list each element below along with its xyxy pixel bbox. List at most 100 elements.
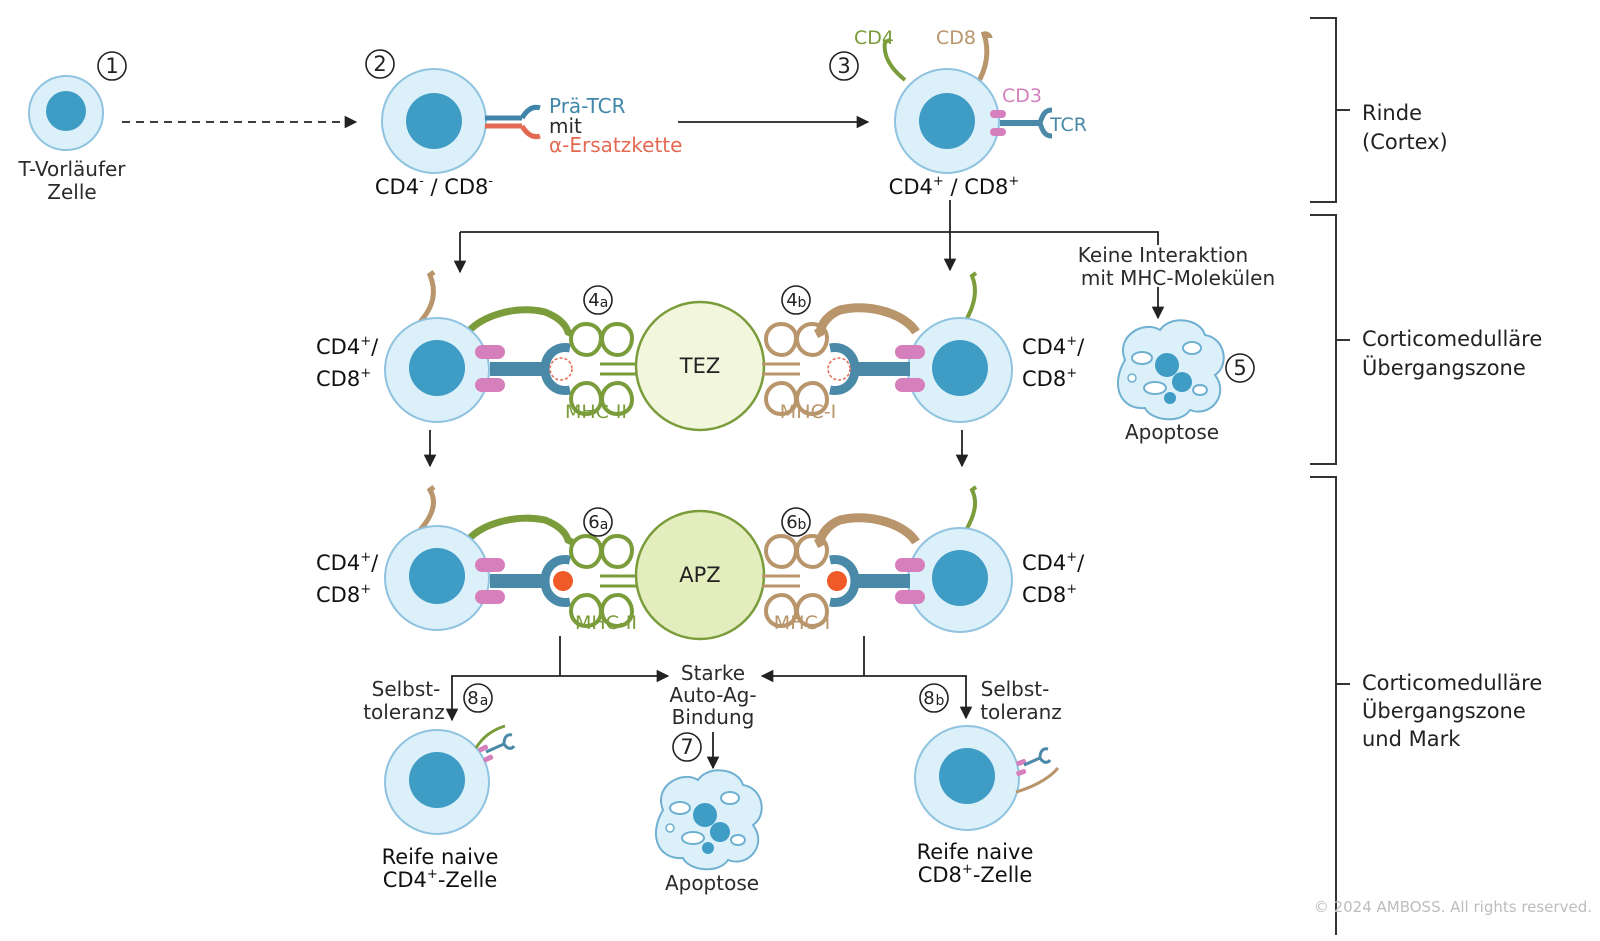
zone-label-cortex-2: (Cortex): [1362, 130, 1448, 154]
step-badge-2: 2: [365, 49, 395, 79]
step-badge-8a: 8 a: [463, 683, 493, 713]
step-badge-4b: 4 b: [781, 285, 811, 315]
svg-text:5: 5: [1233, 356, 1246, 380]
cd8-label: CD8: [936, 27, 976, 49]
step-badge-1: 1: [97, 51, 127, 81]
pretcr-label: Prä-TCR: [549, 94, 626, 118]
apoptosis-label-7: Apoptose: [665, 871, 759, 895]
row4-right-label-1: CD4+/: [1022, 334, 1085, 359]
step-badge-6b: 6 b: [781, 507, 811, 537]
svg-text:4: 4: [588, 290, 599, 311]
precursor-label-2: Zelle: [47, 180, 96, 204]
row6-right-label-1: CD4+/: [1022, 550, 1085, 575]
svg-text:8: 8: [923, 688, 934, 709]
copyright-notice: © 2024 AMBOSS. All rights reserved.: [1314, 898, 1592, 916]
naive-cd4-cell: [384, 724, 516, 835]
naive-cd4-label-2: CD4+-Zelle: [383, 867, 498, 892]
row4-left-label-1: CD4+/: [316, 334, 379, 359]
row4-left-cell: [384, 270, 574, 423]
step-badge-8b: 8 b: [919, 683, 949, 713]
svg-text:7: 7: [680, 735, 693, 759]
zone-bracket-cortex: [1310, 17, 1350, 203]
apz-label: APZ: [679, 563, 720, 587]
branch-arrows: [453, 200, 1165, 320]
row6-left-label-1: CD4+/: [316, 550, 379, 575]
precursor-label-1: T-Vorläufer: [17, 157, 126, 181]
svg-text:6: 6: [588, 512, 599, 533]
step-badge-7: 7: [672, 732, 702, 762]
zone-label-cortex-1: Rinde: [1362, 101, 1422, 125]
svg-text:4: 4: [786, 290, 797, 311]
naive-cd4-label-1: Reife naive: [382, 845, 499, 869]
double-negative-label: CD4- / CD8-: [375, 174, 494, 199]
zone-label-cmz-1: Corticomedulläre: [1362, 327, 1542, 351]
step-badge-5: 5: [1225, 353, 1255, 383]
zone-label-cmzm-2: Übergangszone: [1362, 698, 1526, 723]
row4-right-label-2: CD8+: [1022, 366, 1077, 391]
naive-cd8-label-1: Reife naive: [917, 840, 1034, 864]
row6-right-cell: [813, 485, 1013, 633]
row6-left-label-2: CD8+: [316, 582, 371, 607]
naive-cd8-cell: [914, 725, 1060, 831]
pretcr-mit-label: mit: [549, 114, 582, 138]
tolerance-right-label-1: Selbst-: [981, 677, 1050, 701]
svg-text:2: 2: [373, 52, 386, 76]
tolerance-right-label-2: toleranz: [980, 700, 1062, 724]
pre-tcr-receptor: [485, 104, 541, 140]
apoptosis-label-5: Apoptose: [1125, 420, 1219, 444]
row4-mhc2-label: MHC-II: [565, 401, 627, 423]
row6-mhc1-label: MHC-I: [774, 612, 830, 634]
row4-right-cell: [813, 271, 1013, 423]
strong-binding-label-2: Auto-Ag-: [669, 683, 756, 707]
no-interaction-label-1: Keine Interaktion: [1078, 243, 1248, 267]
tolerance-left-label-2: toleranz: [363, 700, 445, 724]
svg-text:a: a: [480, 693, 489, 709]
row4-mhc2: [569, 322, 640, 416]
svg-text:1: 1: [105, 54, 118, 78]
double-positive-label: CD4+ / CD8+: [889, 174, 1020, 199]
cd4-label: CD4: [854, 27, 894, 49]
strong-binding-label-1: Starke: [681, 661, 745, 685]
double-positive-cell: [882, 31, 1053, 174]
no-interaction-label-2: mit MHC-Molekülen: [1081, 266, 1275, 290]
svg-text:a: a: [600, 295, 609, 311]
row4-mhc1: [762, 322, 829, 416]
cd3-label: CD3: [1002, 85, 1042, 107]
row6-right-label-2: CD8+: [1022, 582, 1077, 607]
apoptotic-cell-5: [1116, 319, 1225, 421]
precursor-cell: [28, 75, 104, 151]
svg-text:6: 6: [786, 512, 797, 533]
row6-mhc2-label: MHC-II: [575, 612, 637, 634]
naive-cd8-label-2: CD8+-Zelle: [918, 862, 1033, 887]
svg-text:b: b: [936, 693, 945, 709]
svg-text:8: 8: [467, 688, 478, 709]
apoptotic-cell-7: [654, 769, 763, 871]
zone-label-cmz-2: Übergangszone: [1362, 355, 1526, 380]
zone-bracket-corticomedullary-medulla: [1310, 476, 1350, 935]
tcr-label: TCR: [1049, 114, 1087, 136]
step-badge-6a: 6 a: [583, 507, 613, 537]
row6-left-cell: [384, 485, 574, 631]
step-badge-4a: 4 a: [583, 285, 613, 315]
tez-label: TEZ: [679, 354, 720, 378]
zone-label-cmzm-3: und Mark: [1362, 727, 1461, 751]
svg-text:3: 3: [837, 54, 850, 78]
svg-text:b: b: [798, 295, 807, 311]
row4-mhc1-label: MHC-I: [780, 401, 836, 423]
row4-left-label-2: CD8+: [316, 366, 371, 391]
step-badge-3: 3: [829, 51, 859, 81]
svg-text:b: b: [798, 517, 807, 533]
zone-bracket-corticomedullary: [1310, 214, 1350, 465]
bottom-arrows: [445, 636, 973, 770]
row4-tez-cell: [634, 300, 766, 432]
row6-mhc2: [569, 534, 640, 628]
row6-mhc1: [762, 534, 829, 628]
alpha-chain-label: α-Ersatzkette: [549, 133, 682, 157]
strong-binding-label-3: Bindung: [672, 705, 755, 729]
svg-text:a: a: [600, 517, 609, 533]
double-negative-cell: [381, 68, 487, 174]
tolerance-left-label-1: Selbst-: [372, 677, 441, 701]
zone-label-cmzm-1: Corticomedulläre: [1362, 671, 1542, 695]
